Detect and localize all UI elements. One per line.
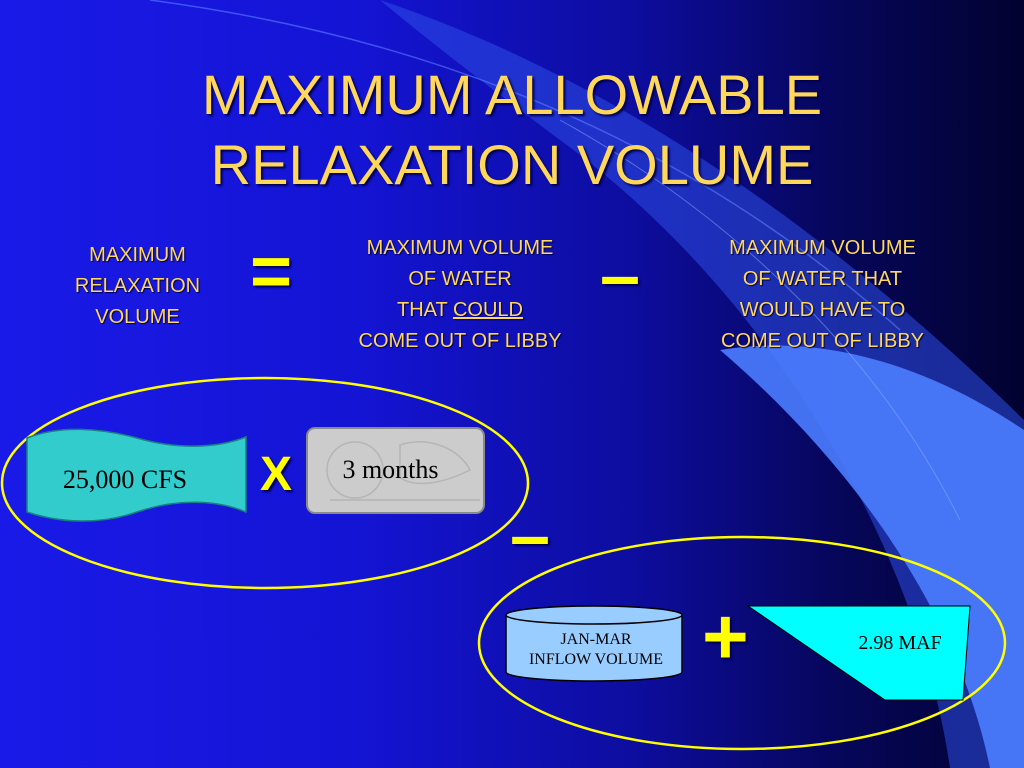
storage-label: 2.98 MAF xyxy=(858,632,942,654)
middle-def-line: THAT COULD xyxy=(315,295,605,326)
duration-label: 3 months xyxy=(342,455,439,484)
equals-sign: = xyxy=(250,232,293,312)
calendar-shape xyxy=(306,427,485,514)
left-def-line: RELAXATION xyxy=(74,275,201,297)
right-def-line: MAXIMUM VOLUME xyxy=(729,237,916,259)
right-def-line: OF WATER THAT xyxy=(742,268,903,290)
left-definition: MAXIMUM RELAXATION VOLUME xyxy=(40,240,235,333)
inflow-label: JAN-MAR INFLOW VOLUME xyxy=(506,630,686,670)
minus-sign-top: – xyxy=(600,236,641,316)
left-def-line: MAXIMUM xyxy=(89,244,186,266)
title-line-2: RELAXATION VOLUME xyxy=(210,133,814,196)
middle-def-line: COME OUT OF LIBBY xyxy=(358,330,562,352)
flow-punched-tape-shape xyxy=(26,428,247,522)
times-sign: X xyxy=(260,448,293,501)
inflow-label-line: JAN-MAR xyxy=(560,631,632,648)
middle-def-line: MAXIMUM VOLUME xyxy=(366,237,554,259)
middle-definition: MAXIMUM VOLUME OF WATER THAT COULD COME … xyxy=(315,233,605,357)
right-definition: MAXIMUM VOLUME OF WATER THAT WOULD HAVE … xyxy=(675,233,970,357)
minus-sign-middle: – xyxy=(510,496,551,576)
right-def-line: WOULD HAVE TO xyxy=(739,299,906,321)
lower-ellipse xyxy=(477,535,1007,751)
inflow-label-line: INFLOW VOLUME xyxy=(528,651,664,668)
right-def-line: COME OUT OF LIBBY xyxy=(721,330,924,352)
storage-wedge-shape xyxy=(746,605,971,701)
slide-title: MAXIMUM ALLOWABLE RELAXATION VOLUME xyxy=(0,60,1024,200)
title-line-1: MAXIMUM ALLOWABLE xyxy=(201,63,823,126)
could-emphasis: COULD xyxy=(452,299,523,321)
calendar-watermark xyxy=(326,441,480,501)
left-def-line: VOLUME xyxy=(95,306,180,328)
flow-label: 25,000 CFS xyxy=(62,465,188,494)
middle-def-prefix: THAT xyxy=(397,299,453,321)
inflow-cylinder-top xyxy=(505,605,683,625)
middle-def-line: OF WATER xyxy=(408,268,512,290)
plus-sign: + xyxy=(702,592,749,681)
upper-ellipse xyxy=(0,376,530,590)
